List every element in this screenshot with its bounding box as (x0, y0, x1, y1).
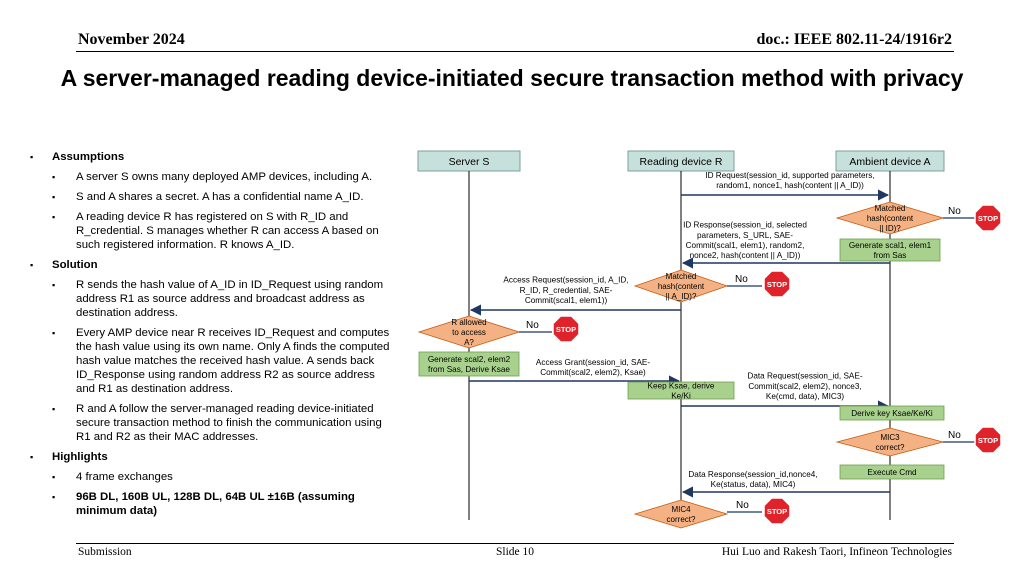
bullet-highlight-1: ▪ 4 frame exchanges (30, 470, 390, 484)
reader-mic4-decision (633, 499, 729, 529)
reader-match-stop-icon (763, 270, 791, 298)
bullet-marker: ▪ (30, 452, 34, 462)
bullet-marker: ▪ (30, 152, 34, 162)
reader-match-stop-icon-label: STOP (767, 280, 787, 289)
bullet-text: 4 frame exchanges (76, 471, 173, 483)
reader-keep-box (627, 381, 735, 400)
id-request-label: ID Request(session_id, supported paramet… (705, 171, 874, 190)
header-date: November 2024 (78, 31, 185, 48)
ambient-header-label: Ambient device A (849, 156, 930, 168)
footer-submission: Submission (78, 546, 132, 558)
ambient-match-no-label: No (948, 206, 961, 217)
bullet-assumption-2: ▪ S and A shares a secret. A has a confid… (30, 190, 390, 204)
ambient-execute-box-label: Execute Cmd (867, 468, 917, 477)
ambient-derive-box-label: Derive key Ksae/Ke/Ki (851, 409, 933, 418)
bullet-assumption-3: ▪ A reading device R has registered on S … (30, 210, 390, 252)
data-response-label: Data Response(session_id,nonce4,Ke(statu… (688, 470, 817, 489)
bullet-solution-1: ▪ R sends the hash value of A_ID in ID_Re… (30, 278, 390, 320)
ambient-execute-box (839, 464, 945, 480)
bullet-marker: ▪ (52, 472, 56, 482)
reader-mic4-stop-icon-label: STOP (767, 507, 787, 516)
bullet-solution-text: Solution (52, 259, 98, 271)
bullet-assumptions: ▪ Assumptions (30, 150, 390, 164)
bullet-marker: ▪ (30, 260, 34, 270)
ambient-mic3-stop-icon-label: STOP (978, 436, 998, 445)
footer-authors: Hui Luo and Rakesh Taori, Infineon Techn… (721, 546, 952, 558)
bullet-solution: ▪ Solution (30, 258, 390, 272)
bullet-highlights: ▪ Highlights (30, 450, 390, 464)
header-rule (76, 51, 954, 52)
bullet-marker: ▪ (52, 492, 56, 502)
bullet-marker: ▪ (52, 328, 56, 338)
bullet-text: R and A follow the server-managed readin… (76, 403, 382, 443)
ambient-match-stop-icon-label: STOP (978, 214, 998, 223)
reader-match-no-label: No (735, 274, 748, 285)
slide-title: A server-managed reading device-initiate… (60, 65, 964, 91)
server-header-label: Server S (449, 156, 490, 168)
bullet-text: A reading device R has registered on S w… (76, 211, 379, 251)
ambient-mic3-no-label: No (948, 430, 961, 441)
sequence-diagram: Server S Reading device R Ambient device A… (417, 150, 1002, 529)
server-generate-box (418, 351, 520, 377)
bullet-marker: ▪ (52, 404, 56, 414)
bullet-marker: ▪ (52, 192, 56, 202)
access-request-label: Access Request(session_id, A_ID,R_ID, R_… (503, 276, 628, 305)
bullet-marker: ▪ (52, 172, 56, 182)
ambient-mic3-stop-icon (974, 426, 1002, 454)
bullet-marker: ▪ (52, 212, 56, 222)
reader-mic4-stop-icon (763, 497, 791, 525)
bullet-highlights-text: Highlights (52, 451, 108, 463)
bullet-list: ▪ Assumptions ▪ A server S owns many deplo… (30, 150, 390, 524)
ambient-match-stop-icon (974, 204, 1002, 232)
bullet-text: 96B DL, 160B UL, 128B DL, 64B UL ±16B (a… (76, 491, 355, 517)
server-allowed-no-label: No (526, 320, 539, 331)
reader-mic4-no-label: No (736, 500, 749, 511)
access-grant-label: Access Grant(session_id, SAE-Commit(scal… (536, 358, 650, 377)
data-request-label: Data Request(session_id, SAE-Commit(scal… (747, 372, 862, 401)
footer-slide-number: Slide 10 (496, 546, 535, 558)
bullet-solution-2: ▪ Every AMP device near R receives ID_Req… (30, 326, 390, 396)
footer-rule (76, 543, 954, 544)
bullet-text: R sends the hash value of A_ID in ID_Req… (76, 279, 384, 319)
server-allowed-stop-icon-label: STOP (556, 325, 576, 334)
bullet-assumptions-text: Assumptions (52, 151, 125, 163)
ambient-derive-box (839, 405, 945, 421)
bullet-highlight-2: ▪ 96B DL, 160B UL, 128B DL, 64B UL ±16B (… (30, 490, 390, 518)
ambient-generate-box (839, 238, 941, 262)
bullet-text: S and A shares a secret. A has a confide… (76, 191, 364, 203)
bullet-solution-3: ▪ R and A follow the server-managed readi… (30, 402, 390, 444)
reader-header-label: Reading device R (640, 156, 723, 168)
bullet-text: Every AMP device near R receives ID_Requ… (76, 327, 390, 395)
bullet-assumption-1: ▪ A server S owns many deployed AMP devic… (30, 170, 390, 184)
bullet-text: A server S owns many deployed AMP device… (76, 171, 373, 183)
server-allowed-stop-icon (552, 315, 580, 343)
header-doc-number: doc.: IEEE 802.11-24/1916r2 (756, 31, 952, 48)
bullet-marker: ▪ (52, 280, 56, 290)
